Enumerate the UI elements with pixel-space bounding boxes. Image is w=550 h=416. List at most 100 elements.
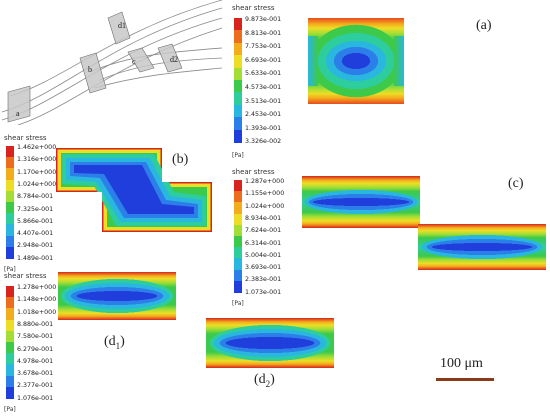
legend-d-tick: 2.377e-001 — [17, 382, 54, 390]
legend-c-tick: 1.287e+000 — [245, 178, 285, 185]
legend-a-unit: [Pa] — [232, 152, 244, 159]
contour-c-upper — [302, 176, 420, 228]
legend-color-segment — [234, 191, 242, 204]
legend-a-tick: 2.453e-001 — [245, 111, 282, 119]
channel-schematic: a b c d1 d2 — [1, 0, 223, 125]
legend-color-segment — [6, 157, 14, 170]
legend-a-tick: 6.693e-001 — [245, 56, 282, 64]
legend-c-colorbar — [234, 180, 242, 293]
legend-color-segment — [6, 235, 14, 248]
legend-c-tick: 5.004e-001 — [245, 251, 282, 259]
legend-d-tick: 6.279e-001 — [17, 345, 54, 353]
legend-c-tick: 1.073e-001 — [245, 288, 282, 296]
legend-b-tick: 1.024e+000 — [17, 180, 57, 188]
legend-color-segment — [234, 67, 242, 81]
legend-d-tick: 1.148e+000 — [17, 296, 57, 304]
panel-label-d2-main: (d — [254, 372, 266, 387]
legend-c-tick: 6.314e-001 — [245, 239, 282, 247]
legend-c-tick: 3.693e-001 — [245, 264, 282, 272]
legend-color-segment — [6, 342, 14, 354]
legend-color-segment — [234, 247, 242, 260]
panel-label-d1: (d1) — [104, 334, 125, 351]
contour-c-lower — [418, 224, 546, 270]
panel-label-a: (a) — [476, 18, 492, 33]
legend-color-segment — [6, 179, 14, 192]
legend-a-tick: 9.873e-001 — [245, 16, 282, 23]
legend-d-tick: 4.978e-001 — [17, 357, 54, 365]
legend-color-segment — [6, 375, 14, 388]
legend-a-tick: 3.513e-001 — [245, 97, 282, 105]
legend-d-tick: 1.278e+000 — [17, 284, 57, 291]
plane-b — [79, 52, 107, 94]
scale-bar-label: 100 μm — [440, 356, 483, 371]
legend-color-segment — [234, 269, 242, 282]
schematic-label-d1: d1 — [118, 21, 126, 30]
plane-c — [127, 47, 155, 73]
legend-d-tick: 7.580e-001 — [17, 333, 54, 341]
contour-a — [308, 18, 404, 104]
legend-b-tick: 2.948e-001 — [17, 242, 54, 250]
panel-label-d2-close: ) — [270, 372, 275, 387]
legend-color-segment — [234, 236, 242, 248]
legend-b-tick: 1.489e-001 — [17, 254, 54, 262]
legend-color-segment — [234, 104, 242, 118]
legend-c-title: shear stress — [232, 168, 275, 176]
panel-label-d1-sub: 1 — [115, 340, 121, 351]
schematic-label-a: a — [16, 109, 20, 118]
schematic-label-c: c — [132, 57, 136, 66]
legend-color-segment — [6, 168, 14, 181]
legend-color-segment — [6, 308, 14, 321]
legend-c-tick: 8.934e-001 — [245, 214, 282, 222]
legend-a-tick: 8.813e-001 — [245, 29, 282, 37]
legend-color-segment — [234, 92, 242, 106]
schematic-label-d2: d2 — [170, 55, 178, 64]
legend-c-tick: 1.155e+000 — [245, 190, 285, 198]
plane-d2 — [157, 43, 183, 73]
legend-a-tick: 1.393e-001 — [245, 124, 282, 132]
legend-a: shear stress 9.873e-001 8.813e-001 7.753… — [232, 4, 302, 164]
legend-color-segment — [234, 224, 242, 237]
plane-d1 — [107, 11, 131, 45]
legend-d-tick: 8.880e-001 — [17, 320, 54, 328]
legend-a-tick: 3.326e-002 — [245, 138, 282, 146]
legend-color-segment — [6, 224, 14, 237]
legend-b-colorbar — [6, 146, 14, 259]
legend-color-segment — [234, 30, 242, 44]
legend-color-segment — [6, 213, 14, 226]
legend-color-segment — [234, 258, 242, 271]
contour-a-right-edge — [394, 36, 404, 86]
legend-b-tick: 1.170e+000 — [17, 168, 57, 176]
legend-b-tick: 1.316e+000 — [17, 156, 57, 164]
panel-label-d1-close: ) — [120, 334, 125, 349]
legend-color-segment — [6, 246, 14, 259]
scale-bar — [436, 378, 494, 381]
legend-color-segment — [6, 190, 14, 203]
panel-label-d2-sub: 2 — [265, 378, 271, 389]
legend-color-segment — [234, 202, 242, 215]
legend-color-segment — [234, 42, 242, 56]
legend-b-tick: 1.462e+000 — [17, 144, 57, 151]
legend-color-segment — [234, 55, 242, 69]
panel-label-d1-main: (d — [104, 334, 116, 349]
legend-c-tick: 7.624e-001 — [245, 227, 282, 235]
legend-d-tick: 3.678e-001 — [17, 370, 54, 378]
legend-color-segment — [234, 180, 242, 192]
legend-color-segment — [6, 202, 14, 214]
legend-d-title: shear stress — [4, 272, 47, 280]
legend-color-segment — [234, 117, 242, 131]
legend-color-segment — [234, 129, 242, 143]
legend-d-tick: 1.076e-001 — [17, 394, 54, 402]
legend-a-tick: 7.753e-001 — [245, 43, 282, 51]
legend-color-segment — [6, 297, 14, 310]
legend-color-segment — [6, 353, 14, 366]
legend-color-segment — [6, 330, 14, 343]
legend-b-tick: 7.325e-001 — [17, 205, 54, 213]
schematic-label-b: b — [88, 65, 92, 74]
legend-color-segment — [6, 319, 14, 332]
contour-b — [56, 148, 212, 232]
legend-d: shear stress 1.278e+000 1.148e+000 1.018… — [4, 272, 74, 416]
legend-b-tick: 4.407e-001 — [17, 230, 54, 238]
legend-a-tick: 5.633e-001 — [245, 70, 282, 78]
panel-label-d2: (d2) — [254, 372, 275, 389]
legend-color-segment — [6, 286, 14, 298]
